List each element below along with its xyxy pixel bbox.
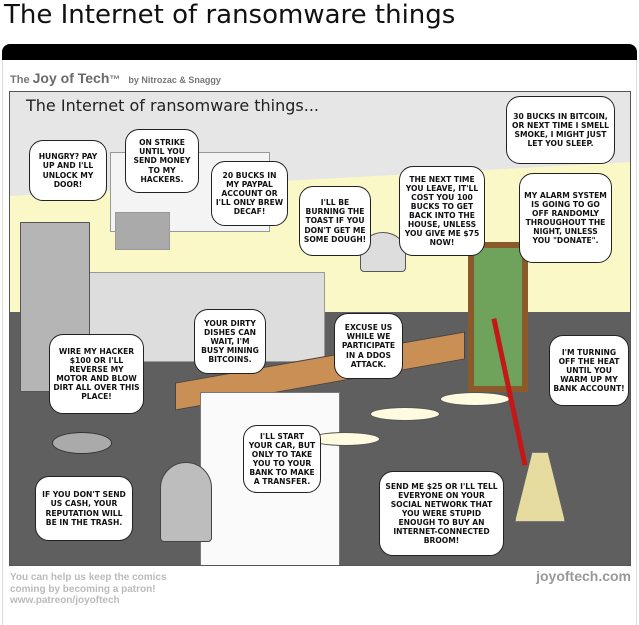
site-credit: joyoftech.com bbox=[536, 568, 631, 584]
speech-bubble-toaster: I'LL BE BURNING THE TOAST IF YOU DON'T G… bbox=[299, 186, 371, 256]
speech-bubble-broom: SEND ME $25 OR I'LL TELL EVERYONE ON YOU… bbox=[379, 471, 504, 556]
speech-bubble-roomba: WIRE MY HACKER $100 OR I'LL REVERSE MY M… bbox=[49, 334, 144, 414]
comic-brand: The Joy of Tech™ by Nitrozac & Snaggy bbox=[10, 70, 221, 86]
trash-can bbox=[160, 462, 212, 542]
brand-tm: ™ bbox=[109, 74, 121, 86]
speech-bubble-camera: EXCUSE US WHILE WE PARTICIPATE IN A DDOS… bbox=[334, 313, 403, 379]
speech-bubble-thermostat: I'M TURNING OFF THE HEAT UNTIL YOU WARM … bbox=[549, 335, 629, 406]
speech-bubble-door-lock: HUNGRY? PAY UP AND I'LL UNLOCK MY DOOR! bbox=[29, 140, 107, 201]
post-title: The Internet of ransomware things bbox=[4, 0, 456, 30]
brand-the: The bbox=[10, 74, 30, 86]
stool bbox=[370, 407, 440, 421]
panel-title: The Internet of ransomware things... bbox=[26, 96, 319, 115]
byline: by Nitrozac & Snaggy bbox=[128, 75, 221, 85]
patreon-note: You can help us keep the comics coming b… bbox=[10, 572, 167, 606]
speech-bubble-dishwasher: YOUR DIRTY DISHES CAN WAIT, I'M BUSY MIN… bbox=[194, 309, 266, 374]
speech-bubble-coffee-maker: 20 BUCKS IN MY PAYPAL ACCOUNT OR I'LL ON… bbox=[211, 161, 288, 226]
microwave bbox=[115, 212, 170, 250]
speech-bubble-car-keys: I'LL START YOUR CAR, BUT ONLY TO TAKE YO… bbox=[243, 425, 321, 493]
speech-bubble-smoke-detector: 30 BUCKS IN BITCOIN, OR NEXT TIME I SMEL… bbox=[506, 96, 615, 164]
speech-bubble-front-door: THE NEXT TIME YOU LEAVE, IT'LL COST YOU … bbox=[399, 166, 485, 256]
speech-bubble-trash-can: IF YOU DON'T SEND US CASH, YOUR REPUTATI… bbox=[35, 476, 133, 541]
comic-panel: The Internet of ransomware things... HUN… bbox=[9, 91, 631, 566]
image-top-bar bbox=[2, 44, 637, 62]
robot-vacuum bbox=[52, 432, 112, 454]
stool bbox=[440, 392, 510, 406]
speech-bubble-alarm: MY ALARM SYSTEM IS GOING TO GO OFF RANDO… bbox=[519, 173, 612, 263]
front-door bbox=[468, 242, 528, 392]
brand-name: Joy of Tech bbox=[32, 70, 110, 86]
speech-bubble-microwave: ON STRIKE UNTIL YOU SEND MONEY TO MY HAC… bbox=[125, 129, 199, 193]
